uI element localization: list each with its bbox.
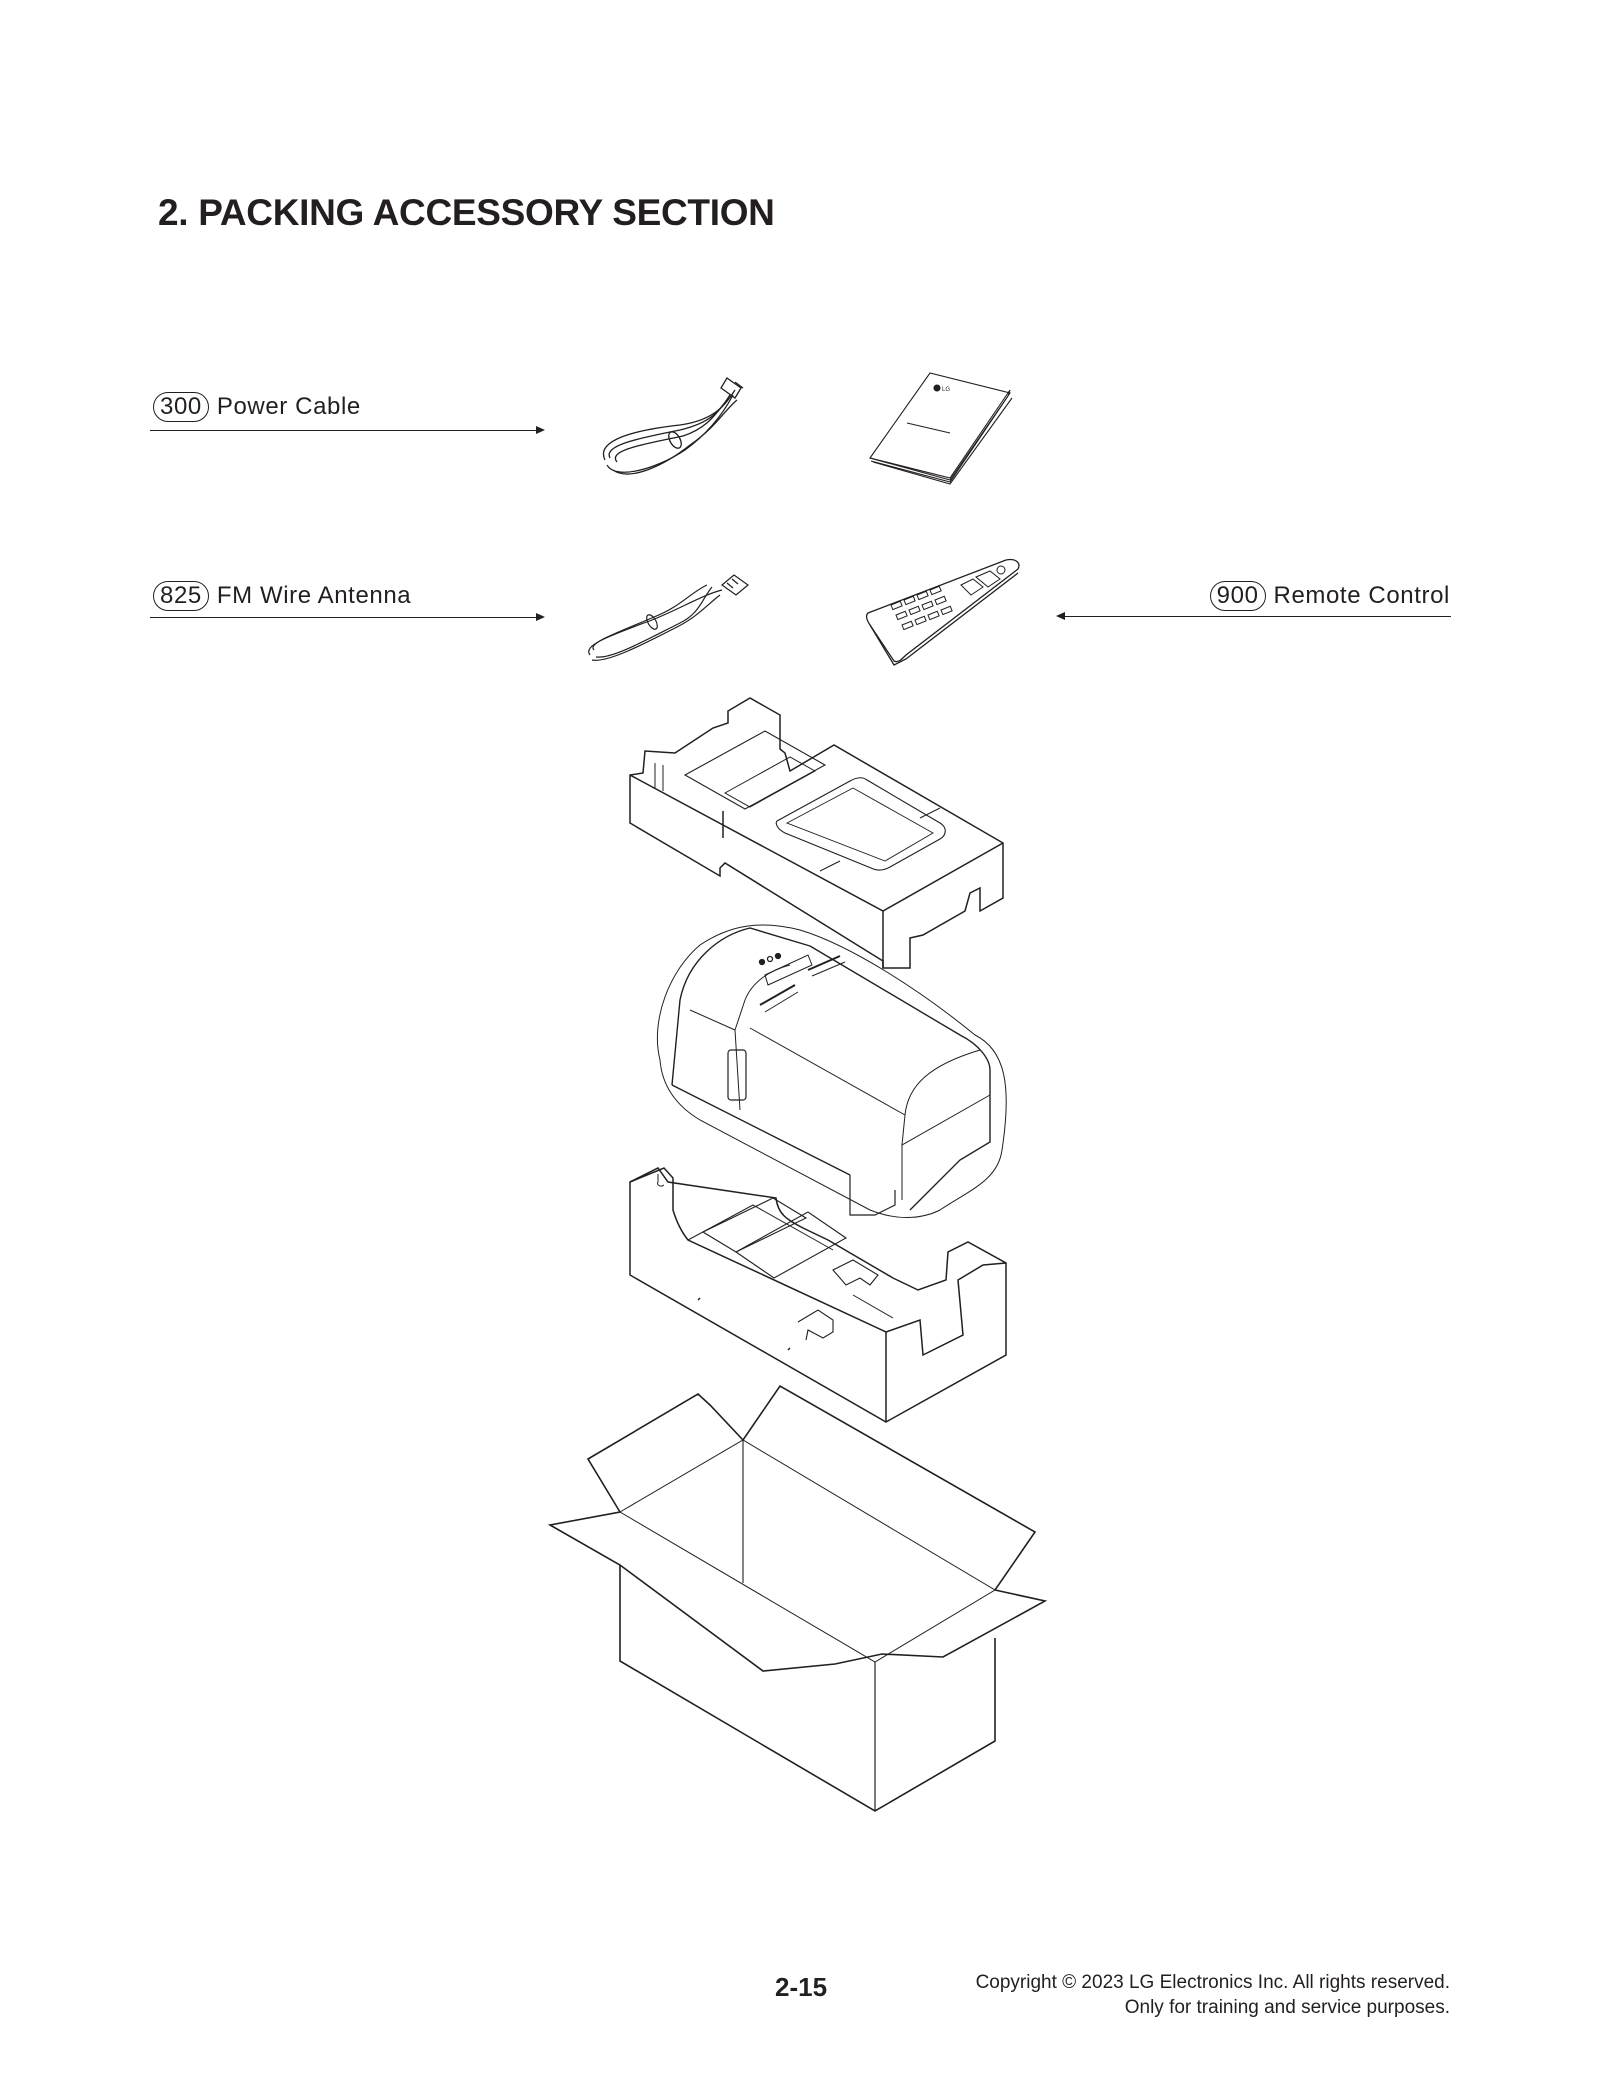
manual-booklet-icon: LG xyxy=(865,368,1015,483)
coiled-antenna-wire-icon xyxy=(582,565,757,665)
copyright-line: Copyright © 2023 LG Electronics Inc. All… xyxy=(975,1972,1450,1993)
usage-notice-line: Only for training and service purposes. xyxy=(1124,1997,1450,2018)
page-number: 2-15 xyxy=(775,1972,828,2002)
leader-arrow-fm-antenna xyxy=(150,613,545,621)
leader-arrow-power-cable xyxy=(150,426,545,434)
part-number-badge: 900 xyxy=(1209,581,1266,611)
page-title: 2. PACKING ACCESSORY SECTION xyxy=(158,192,775,233)
part-label: FM Wire Antenna xyxy=(216,582,412,609)
part-number-badge: 300 xyxy=(153,392,209,422)
speaker-in-bag-icon xyxy=(640,910,1010,1225)
part-label: Power Cable xyxy=(216,393,361,420)
leader-arrow-remote-control xyxy=(1056,612,1451,620)
open-carton-box-icon xyxy=(545,1383,1067,1823)
remote-control-icon xyxy=(866,555,1026,670)
foam-cushion-bottom-icon xyxy=(628,1160,1010,1422)
foam-cushion-top-icon xyxy=(625,693,1010,973)
coiled-power-cable-icon xyxy=(595,370,755,485)
part-number-badge: 825 xyxy=(153,581,209,611)
svg-text:LG: LG xyxy=(942,387,950,393)
copyright-notice: Copyright © 2023 LG Electronics Inc. All… xyxy=(976,1970,1450,2020)
callout-power-cable: 300 Power Cable xyxy=(153,392,361,422)
part-label: Remote Control xyxy=(1273,582,1450,609)
callout-remote-control: 900 Remote Control xyxy=(1209,581,1450,611)
callout-fm-wire-antenna: 825 FM Wire Antenna xyxy=(153,581,411,611)
